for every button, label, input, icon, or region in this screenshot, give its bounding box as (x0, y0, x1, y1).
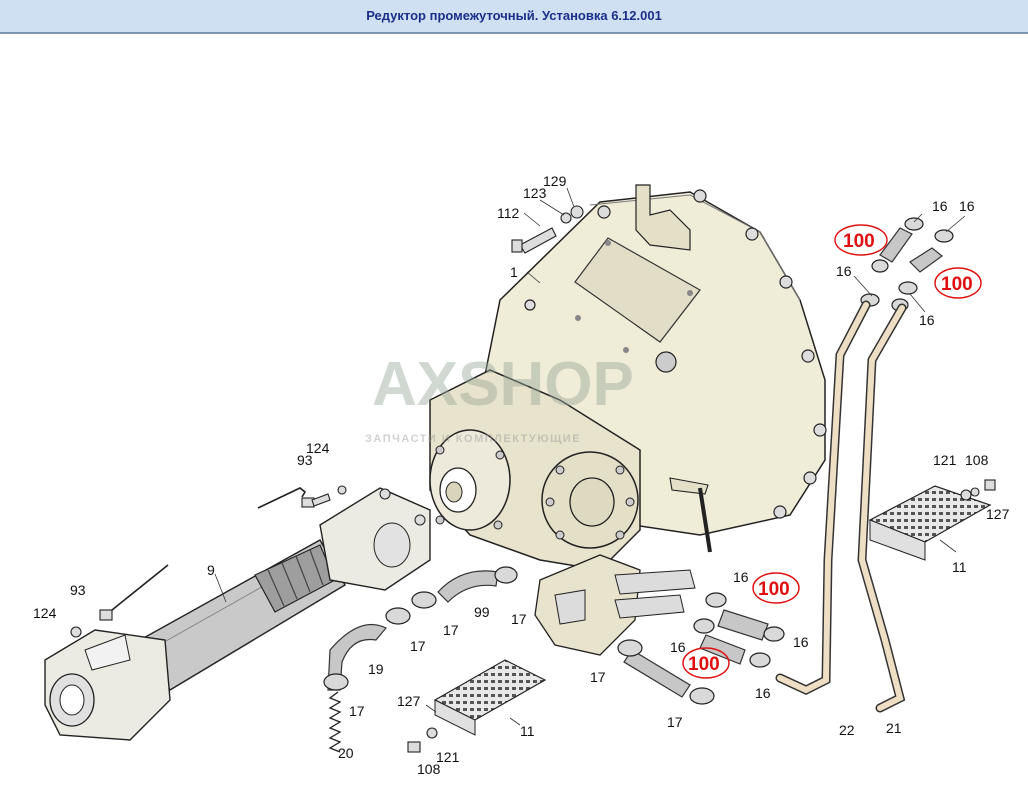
lock-wires (111, 487, 307, 611)
label-part-16-e: 16 (733, 569, 749, 585)
label-part-93-top: 93 (297, 452, 313, 468)
label-part-100-d: 100 (688, 654, 720, 675)
label-part-17-c: 17 (511, 611, 527, 627)
leader-lines (214, 187, 966, 726)
window-title: Редуктор промежуточный. Установка 6.12.0… (366, 8, 662, 23)
grille-plate-left[interactable] (433, 659, 547, 736)
label-part-17-e: 17 (590, 669, 606, 685)
label-part-124-left: 124 (33, 605, 57, 621)
label-part-93-left: 93 (70, 582, 86, 598)
label-part-11-right: 11 (952, 559, 967, 575)
label-part-17-b: 17 (443, 622, 459, 638)
label-part-16-d: 16 (919, 312, 935, 328)
label-part-121-right: 121 (933, 452, 957, 468)
hose-group (327, 227, 943, 698)
label-part-127-left: 127 (397, 693, 421, 709)
label-part-100-c: 100 (758, 579, 790, 600)
label-part-17-a: 17 (410, 638, 426, 654)
label-part-20: 20 (338, 745, 354, 761)
spring (328, 691, 342, 753)
watermark-tagline: ЗАПЧАСТИ И КОМПЛЕКТУЮЩИЕ (365, 433, 581, 445)
label-part-99: 99 (474, 604, 490, 620)
label-part-16-b: 16 (959, 198, 975, 214)
label-part-21: 21 (886, 720, 902, 736)
diagram-canvas: AXSHOP ЗАПЧАСТИ И КОМПЛЕКТУЮЩИЕ 1 112 12… (0, 36, 1028, 790)
label-part-9: 9 (207, 562, 215, 578)
label-part-124-top: 124 (306, 440, 330, 456)
grille-plate-right[interactable] (868, 485, 992, 561)
label-part-16-h: 16 (755, 685, 771, 701)
window-titlebar: Редуктор промежуточный. Установка 6.12.0… (0, 0, 1028, 34)
label-part-19: 19 (368, 661, 384, 677)
pipes (775, 300, 907, 713)
label-part-129: 129 (543, 173, 567, 189)
label-part-108-right: 108 (965, 452, 989, 468)
label-part-16-g: 16 (793, 634, 809, 650)
label-part-16-f: 16 (670, 639, 686, 655)
label-part-1: 1 (510, 264, 518, 280)
label-part-112: 112 (497, 205, 520, 221)
label-part-123: 123 (523, 185, 547, 201)
label-part-16-c: 16 (836, 263, 852, 279)
label-part-100-a: 100 (843, 231, 875, 252)
exploded-parts-diagram: AXSHOP ЗАПЧАСТИ И КОМПЛЕКТУЮЩИЕ 1 112 12… (33, 173, 1010, 777)
label-part-121-left: 121 (436, 749, 460, 765)
label-part-127-right: 127 (986, 506, 1010, 522)
label-part-17-d: 17 (349, 703, 365, 719)
watermark: AXSHOP ЗАПЧАСТИ И КОМПЛЕКТУЮЩИЕ (365, 350, 634, 445)
fasteners (70, 205, 996, 753)
highlight-ovals (682, 224, 982, 679)
label-part-100-b: 100 (941, 274, 973, 295)
label-part-108-left: 108 (417, 761, 441, 777)
label-part-16-a: 16 (932, 198, 948, 214)
hose-clamps (323, 217, 954, 705)
cardan-shaft[interactable] (44, 487, 431, 741)
reducer-gearbox[interactable] (429, 369, 696, 656)
watermark-brand: AXSHOP (372, 350, 634, 419)
label-part-17-f: 17 (667, 714, 683, 730)
label-part-22: 22 (839, 722, 855, 738)
label-part-11-left: 11 (520, 723, 535, 739)
